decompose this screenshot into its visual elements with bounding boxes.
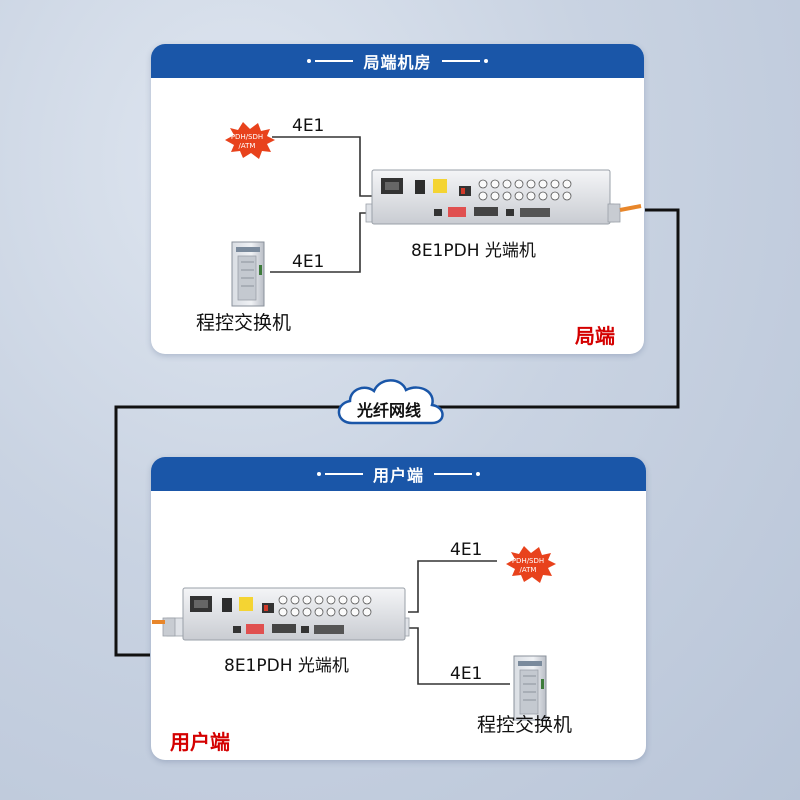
bottom-link-label-b: 4E1	[450, 664, 483, 684]
bottom-pbx-name: 程控交换机	[477, 714, 573, 736]
top-pbx-name: 程控交换机	[196, 312, 292, 334]
top-network-burst-icon: PDH/SDH /ATM	[225, 122, 275, 159]
bottom-pdh-device-icon	[152, 587, 410, 641]
top-link-label-a: 4E1	[292, 116, 325, 136]
cloud-icon	[337, 379, 444, 425]
top-link-line-a	[272, 136, 372, 197]
bottom-burst-line-2: /ATM	[520, 566, 537, 574]
fiber-label: 光纤网线	[357, 401, 422, 420]
top-pdh-device-icon	[365, 169, 642, 225]
central-office-header: 局端机房	[151, 44, 644, 78]
user-side-card: 用户端	[151, 457, 646, 760]
bottom-link-line-b	[408, 627, 510, 685]
top-burst-line-1: PDH/SDH	[231, 133, 263, 141]
top-pbx-cabinet-icon	[231, 241, 265, 307]
central-office-title: 局端机房	[363, 53, 432, 72]
bottom-corner-label: 用户端	[170, 730, 230, 754]
bottom-burst-line-1: PDH/SDH	[512, 557, 544, 565]
top-device-name: 8E1PDH 光端机	[411, 241, 536, 261]
top-burst-line-2: /ATM	[239, 142, 256, 150]
user-side-title: 用户端	[372, 466, 424, 485]
bottom-device-name: 8E1PDH 光端机	[224, 656, 349, 676]
bottom-link-line-a	[408, 560, 497, 613]
top-link-label-b: 4E1	[292, 252, 325, 272]
bottom-pbx-cabinet-icon	[513, 655, 547, 721]
top-corner-label: 局端	[575, 324, 615, 348]
user-side-header: 用户端	[151, 457, 646, 491]
bottom-link-label-a: 4E1	[450, 540, 483, 560]
bottom-network-burst-icon: PDH/SDH /ATM	[506, 546, 556, 583]
